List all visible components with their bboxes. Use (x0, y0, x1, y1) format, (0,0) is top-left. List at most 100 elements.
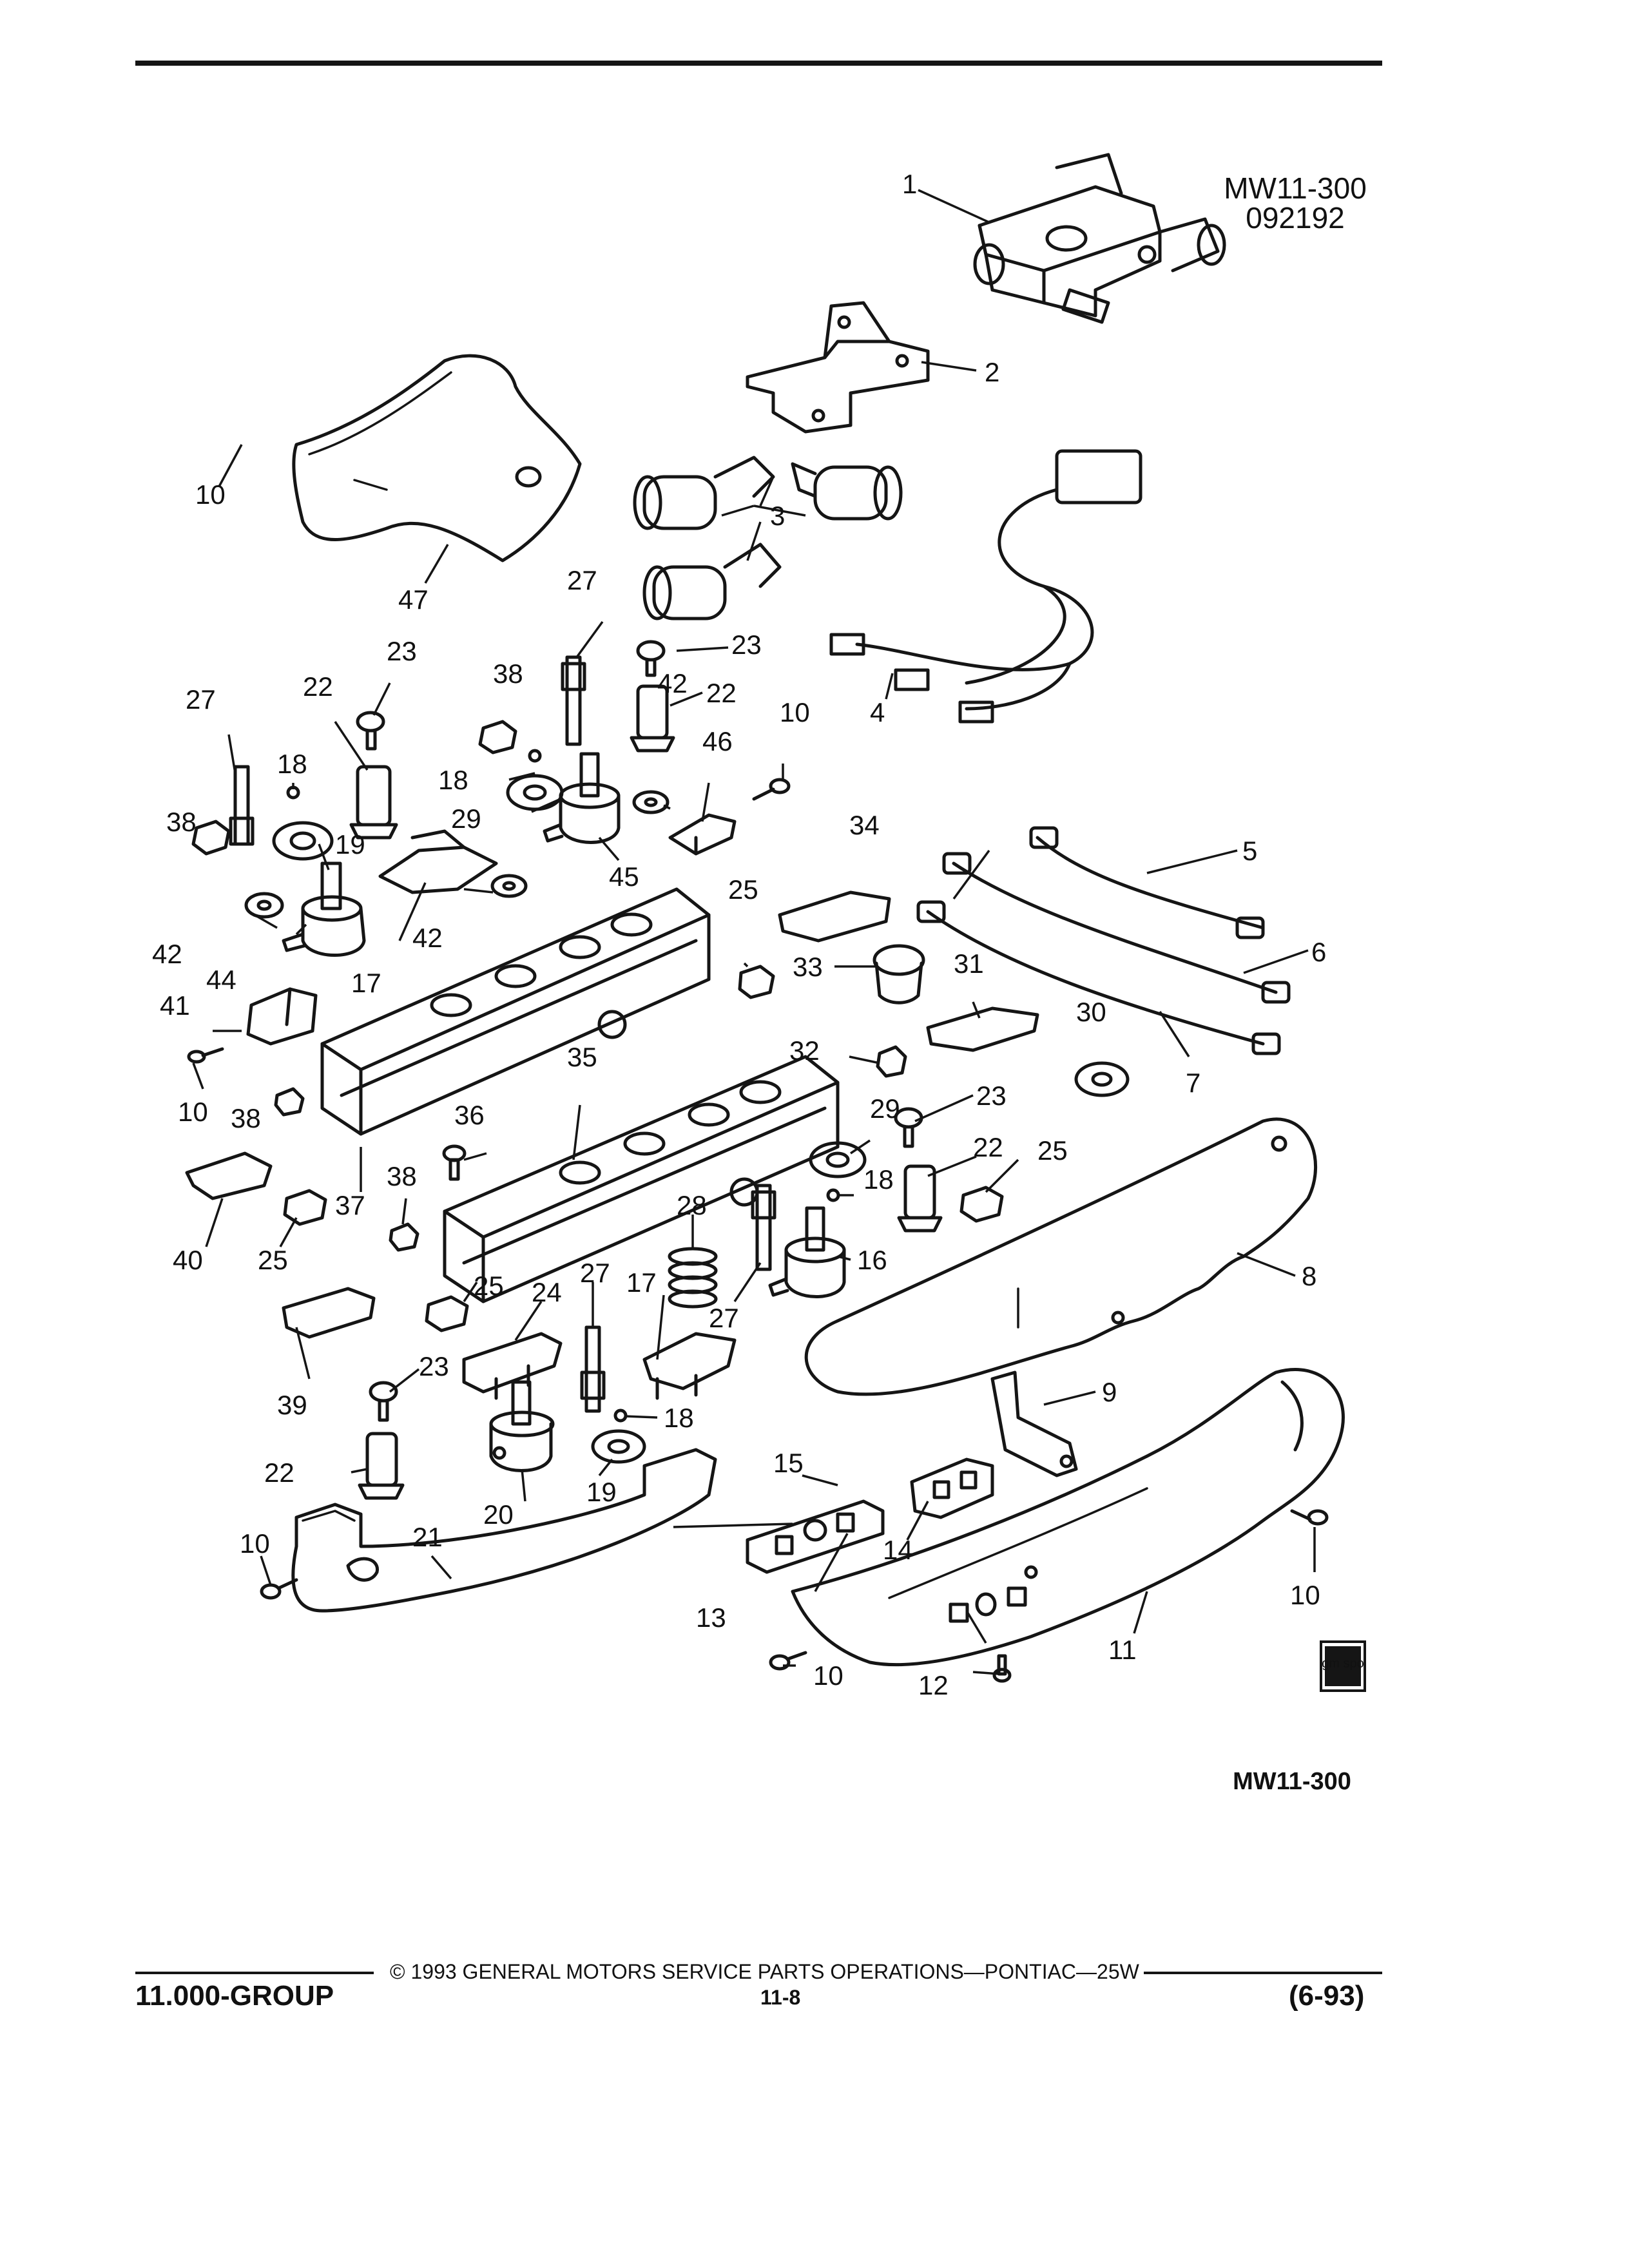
part-10-screw-13 (769, 1651, 807, 1671)
callout-34: 34 (849, 810, 880, 840)
part-12-screw (992, 1654, 1012, 1683)
callout-10c: 10 (178, 1097, 208, 1127)
part-16-lower-right-drive (768, 1206, 846, 1298)
part-23-upper-left-screw (356, 711, 385, 751)
part-13-switch-bezel (746, 1499, 885, 1574)
footer-rule-left (135, 1972, 374, 1974)
part-38-upper-mid-nut (478, 720, 517, 754)
callout-1: 1 (902, 169, 917, 199)
callout-27a: 27 (186, 684, 216, 715)
header-rule (135, 61, 1382, 66)
figure-code: MW11-300 (1224, 171, 1367, 205)
part-17-lower-bracket (642, 1332, 737, 1400)
part-25-left-nut (283, 1189, 327, 1226)
callout-41: 41 (160, 990, 190, 1021)
logo-text: gm spo (1322, 1657, 1364, 1671)
callout-21: 21 (412, 1522, 443, 1552)
callout-9: 9 (1102, 1377, 1117, 1407)
part-22-lower-left-gear (358, 1432, 405, 1500)
part-3-motors (633, 456, 903, 620)
callout-25a: 25 (728, 874, 758, 905)
part-19-upper-left-bushing (272, 821, 334, 861)
part-27-upper-left-shaft (229, 765, 255, 846)
part-4-wiring-harness (829, 449, 1142, 724)
part-10-screw-21 (260, 1578, 298, 1600)
part-42-upper-left-washer (244, 892, 284, 919)
part-41-left-block (246, 987, 318, 1046)
gm-spo-logo: gm spo (1320, 1640, 1366, 1692)
callout-44: 44 (206, 965, 236, 995)
callout-40: 40 (173, 1245, 203, 1275)
figure-date-code: 092192 (1246, 201, 1345, 235)
callout-2: 2 (985, 357, 999, 387)
callout-30: 30 (1076, 997, 1106, 1027)
part-11-seat-side-shield (791, 1368, 1345, 1667)
part-21-finish-panel (291, 1448, 717, 1613)
callout-47: 47 (398, 584, 429, 615)
callout-25c: 25 (258, 1245, 288, 1275)
callout-16: 16 (857, 1245, 887, 1275)
callout-38a: 38 (166, 807, 197, 837)
callout-23c: 23 (976, 1081, 1007, 1111)
callout-32: 32 (789, 1035, 820, 1066)
part-10-screw-46 (752, 778, 791, 801)
callout-38d: 38 (387, 1161, 417, 1191)
callout-8: 8 (1302, 1261, 1316, 1291)
part-18-lower-right-ball (826, 1188, 840, 1202)
callout-23d: 23 (419, 1351, 449, 1381)
footer-copyright: © 1993 GENERAL MOTORS SERVICE PARTS OPER… (390, 1960, 1139, 1983)
part-42-upper-mid-washer (632, 790, 670, 814)
callout-labels: 1 2 3 4 5 6 7 8 9 10 10 10 10 10 10 11 1… (152, 169, 1326, 1700)
part-5-cable (1029, 826, 1265, 939)
part-23-lower-left-screw (369, 1381, 398, 1422)
callout-17a: 17 (351, 968, 381, 998)
part-20-lower-drive (489, 1380, 555, 1472)
part-36-screw (442, 1144, 467, 1181)
callout-25b: 25 (1037, 1135, 1068, 1166)
part-2-bracket (746, 301, 930, 434)
callout-38c: 38 (231, 1103, 261, 1133)
leader-lines (192, 189, 1316, 1675)
callout-22b: 22 (706, 678, 737, 708)
part-42-lower-mid-washer (490, 874, 528, 898)
part-18-lower-mid-ball (613, 1408, 628, 1423)
callout-5: 5 (1242, 836, 1257, 866)
callout-25d: 25 (474, 1271, 504, 1301)
part-22-upper-left-gear (349, 765, 398, 840)
part-27-lower-right-shaft (751, 1184, 776, 1271)
callout-10f: 10 (813, 1660, 843, 1691)
callout-27b: 27 (567, 565, 597, 595)
callout-14: 14 (883, 1535, 913, 1565)
callout-31: 31 (954, 948, 984, 979)
callout-20: 20 (483, 1499, 514, 1530)
part-25-mid-nut (738, 965, 775, 999)
part-22-lower-right-gear (897, 1164, 943, 1233)
callout-17b: 17 (626, 1267, 657, 1298)
part-17-upper-bracket (378, 829, 498, 894)
part-34-bracket (778, 890, 891, 943)
part-38-mid-nut (274, 1087, 305, 1117)
part-10-screw-41 (187, 1047, 224, 1064)
part-30-grommet (1074, 1061, 1130, 1097)
part-9-bracket (990, 1370, 1078, 1477)
part-35-lower-track (443, 1055, 840, 1303)
callout-39: 39 (277, 1390, 307, 1420)
part-37-upper-track (320, 887, 711, 1136)
callout-36: 36 (454, 1100, 485, 1130)
callout-24: 24 (532, 1277, 562, 1307)
part-10-screw-11 (1290, 1509, 1329, 1526)
callout-15: 15 (773, 1448, 804, 1478)
callout-19b: 19 (586, 1477, 617, 1507)
part-14-switch (910, 1457, 994, 1519)
callout-19a: 19 (335, 829, 365, 860)
part-23-upper-mid-screw (636, 640, 666, 677)
callout-22d: 22 (264, 1457, 294, 1488)
figure-code-bottom: MW11-300 (1233, 1768, 1351, 1795)
part-7-cable (916, 900, 1281, 1055)
part-29-lower-bushing (809, 1141, 867, 1178)
part-27-upper-mid-shaft (561, 655, 586, 746)
part-44-left-drive (282, 861, 366, 957)
part-27-lower-left-shaft (580, 1325, 606, 1413)
